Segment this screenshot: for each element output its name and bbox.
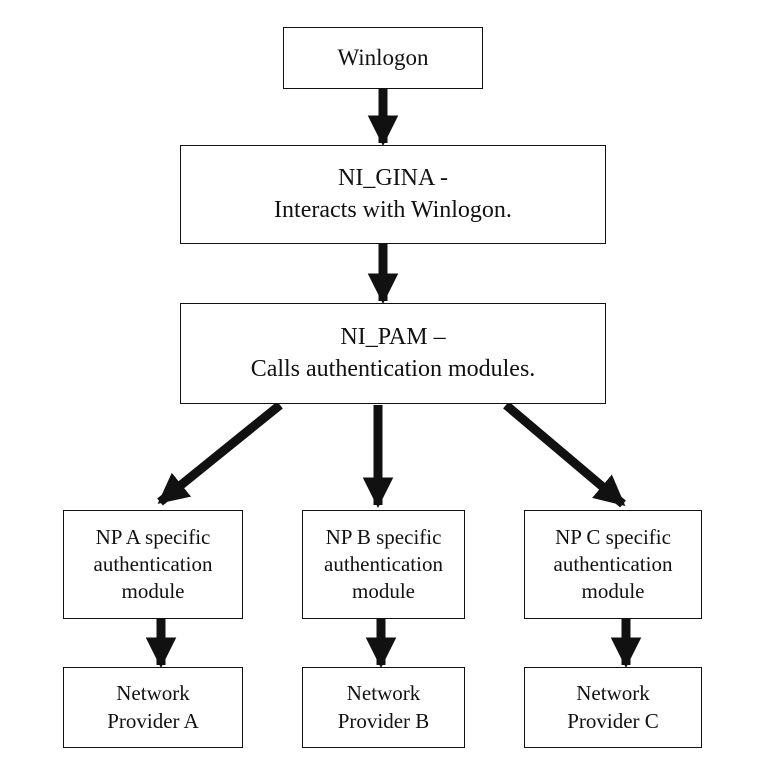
provider-c-box: Network Provider C bbox=[524, 667, 702, 748]
ni-pam-box: NI_PAM – Calls authentication modules. bbox=[180, 303, 606, 404]
np-c-module-line-3: module bbox=[581, 579, 645, 604]
np-a-module-line-3: module bbox=[121, 579, 185, 604]
np-c-module-line-1: NP C specific bbox=[555, 524, 671, 549]
np-b-module-line-1: NP B specific bbox=[325, 524, 442, 549]
provider-a-line-2: Provider A bbox=[107, 708, 199, 733]
winlogon-box: Winlogon bbox=[283, 27, 483, 89]
np-c-module-label: NP C specific authentication module bbox=[554, 524, 673, 606]
ni-gina-title: NI_GINA - bbox=[338, 165, 448, 192]
winlogon-label-line: Winlogon bbox=[337, 45, 429, 71]
np-b-module-line-2: authentication bbox=[324, 551, 443, 576]
ni-pam-label: NI_PAM – Calls authentication modules. bbox=[251, 322, 536, 384]
provider-c-label: Network Provider C bbox=[567, 680, 659, 735]
np-a-module-line-2: authentication bbox=[93, 551, 213, 576]
np-a-module-line-1: NP A specific bbox=[95, 524, 211, 549]
np-a-module-box: NP A specific authentication module bbox=[63, 510, 243, 619]
np-b-module-box: NP B specific authentication module bbox=[302, 510, 465, 619]
provider-c-line-2: Provider C bbox=[567, 708, 659, 733]
ni-pam-title: NI_PAM – bbox=[340, 324, 446, 351]
provider-a-box: Network Provider A bbox=[63, 667, 243, 748]
provider-b-line-1: Network bbox=[346, 681, 421, 706]
arrow-ni-pam-to-np-c-module bbox=[503, 401, 626, 508]
arrow-ni-pam-to-np-a-module bbox=[157, 401, 283, 506]
provider-c-line-1: Network bbox=[576, 681, 650, 706]
provider-b-line-2: Provider B bbox=[337, 708, 430, 733]
provider-a-line-1: Network bbox=[116, 681, 190, 706]
provider-a-label: Network Provider A bbox=[107, 680, 199, 735]
provider-b-label: Network Provider B bbox=[338, 680, 430, 735]
np-a-module-label: NP A specific authentication module bbox=[94, 524, 213, 606]
np-b-module-line-3: module bbox=[352, 579, 415, 604]
winlogon-label: Winlogon bbox=[337, 43, 428, 73]
np-c-module-line-2: authentication bbox=[553, 551, 673, 576]
ni-gina-description: Interacts with Winlogon. bbox=[274, 196, 512, 223]
ni-gina-box: NI_GINA - Interacts with Winlogon. bbox=[180, 145, 606, 244]
provider-b-box: Network Provider B bbox=[302, 667, 465, 748]
np-b-module-label: NP B specific authentication module bbox=[324, 524, 443, 606]
ni-pam-description: Calls authentication modules. bbox=[250, 355, 536, 382]
ni-gina-label: NI_GINA - Interacts with Winlogon. bbox=[274, 163, 512, 225]
np-c-module-box: NP C specific authentication module bbox=[524, 510, 702, 619]
